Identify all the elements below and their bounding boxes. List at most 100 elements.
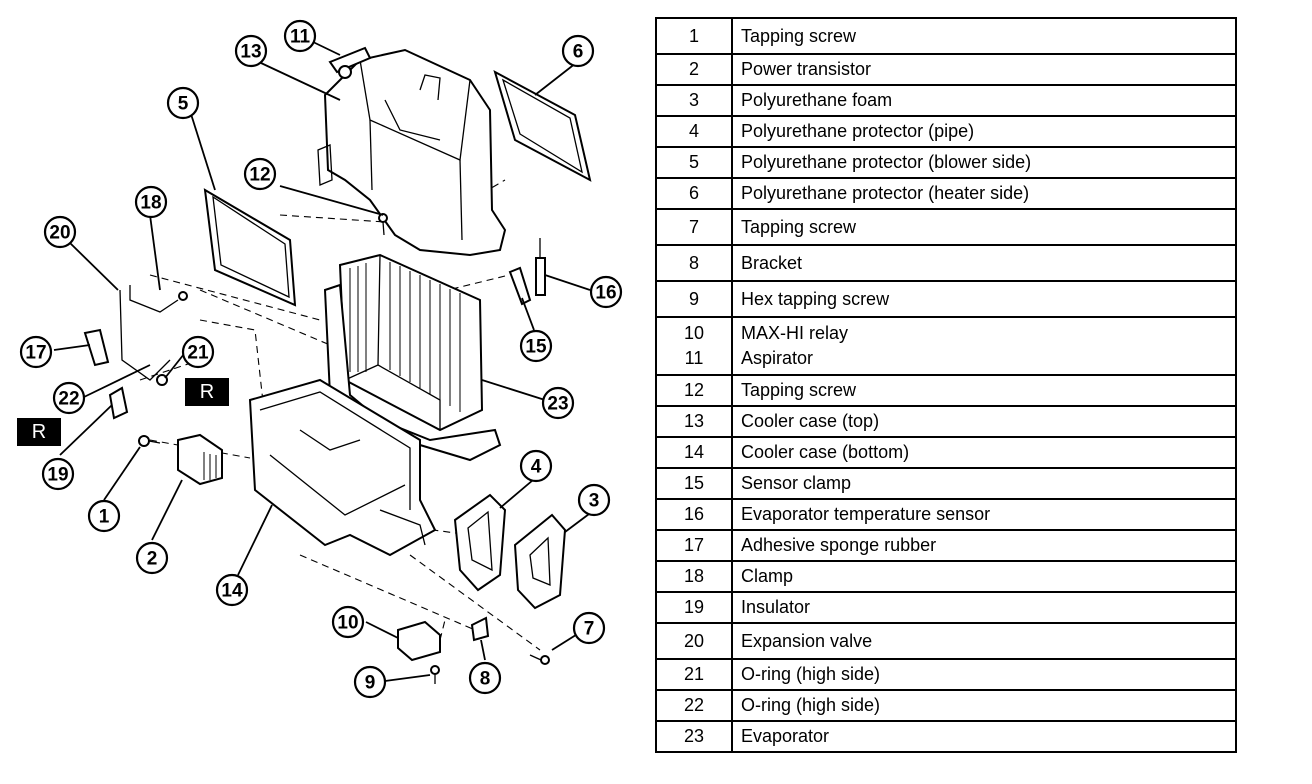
part-number-cell: 12 xyxy=(655,374,733,407)
part-number-cell: 7 xyxy=(655,208,733,246)
part-name: Aspirator xyxy=(741,348,814,368)
callout-number: 15 xyxy=(525,337,547,358)
part-name-cell: Evaporator temperature sensor xyxy=(731,498,1237,531)
callout-8: 8 xyxy=(468,661,502,695)
part-number-cell: 17 xyxy=(655,529,733,562)
callout-number: 10 xyxy=(337,613,358,634)
screw-part-9 xyxy=(430,665,440,684)
part-number-cell: 15 xyxy=(655,467,733,500)
callout-number: 20 xyxy=(49,223,70,244)
part-name-cell: Polyurethane protector (pipe) xyxy=(731,115,1237,148)
callout-15: 15 xyxy=(519,329,553,363)
cooler-case-top xyxy=(317,48,507,257)
callout-number: 5 xyxy=(178,94,189,115)
callout-12: 12 xyxy=(243,157,277,191)
protector-heater-side xyxy=(493,69,592,182)
callout-number: 22 xyxy=(58,389,79,410)
part-number-cell: 16 xyxy=(655,498,733,531)
part-name-cell: Tapping screw xyxy=(731,208,1237,246)
sensor-parts xyxy=(508,238,546,306)
part-number-cell: 22 xyxy=(655,689,733,722)
part-number-cell: 1 xyxy=(655,17,733,55)
callout-number: 16 xyxy=(595,283,616,304)
callout-number: 14 xyxy=(221,581,243,602)
screw-part-7 xyxy=(529,654,550,665)
expansion-valve-part xyxy=(119,285,188,386)
part-name-cell: Cooler case (top) xyxy=(731,405,1237,438)
power-transistor-part xyxy=(177,433,223,486)
callout-7: 7 xyxy=(572,611,606,645)
callout-10: 10 xyxy=(331,605,365,639)
callout-6: 6 xyxy=(561,34,595,68)
part-number-cell: 2 xyxy=(655,53,733,86)
part-number: 11 xyxy=(684,348,704,368)
section-mark-r-1: R xyxy=(185,378,229,406)
part-name-cell: Power transistor xyxy=(731,53,1237,86)
callout-number: 7 xyxy=(584,619,595,640)
part-number-cell: 9 xyxy=(655,280,733,318)
callout-22: 22 xyxy=(52,381,86,415)
part-name-cell: Expansion valve xyxy=(731,622,1237,660)
callout-number: 6 xyxy=(573,42,584,63)
leader-lines xyxy=(53,40,591,682)
part-number-cell: 20 xyxy=(655,622,733,660)
part-name-cell: Insulator xyxy=(731,591,1237,624)
part-number-cell: 13 xyxy=(655,405,733,438)
callout-4: 4 xyxy=(519,449,553,483)
part-name-cell: Polyurethane foam xyxy=(731,84,1237,117)
callout-number: 9 xyxy=(365,673,376,694)
part-number-cell: 8 xyxy=(655,244,733,282)
callout-number: 11 xyxy=(290,27,311,48)
callout-number: 4 xyxy=(531,457,542,478)
callout-19: 19 xyxy=(41,457,75,491)
part-name-cell: O-ring (high side) xyxy=(731,689,1237,722)
callout-5: 5 xyxy=(166,86,200,120)
part-name-cell: O-ring (high side) xyxy=(731,658,1237,691)
callout-number: 8 xyxy=(480,669,491,690)
callout-1: 1 xyxy=(87,499,121,533)
callout-3: 3 xyxy=(577,483,611,517)
part-number-cell: 4 xyxy=(655,115,733,148)
callout-number: 18 xyxy=(140,193,161,214)
insulator-part xyxy=(108,386,129,420)
callout-number: 12 xyxy=(249,165,270,186)
section-mark-label: R xyxy=(200,381,214,403)
callout-21: 21 xyxy=(181,335,215,369)
part-number-cell: 3 xyxy=(655,84,733,117)
part-name-cell: Adhesive sponge rubber xyxy=(731,529,1237,562)
part-number-cell: 23 xyxy=(655,720,733,753)
part-number-cell: 21 xyxy=(655,658,733,691)
callout-2: 2 xyxy=(135,541,169,575)
part-number-cell: 14 xyxy=(655,436,733,469)
callout-number: 23 xyxy=(547,394,568,415)
part-name-cell: Bracket xyxy=(731,244,1237,282)
bracket-part xyxy=(470,616,490,642)
callout-9: 9 xyxy=(353,665,387,699)
exploded-diagram: R R 123456789101112131415161718192021222… xyxy=(17,19,623,699)
part-name: MAX-HI relay xyxy=(741,323,849,344)
callout-17: 17 xyxy=(19,335,53,369)
part-name-cell: Polyurethane protector (blower side) xyxy=(731,146,1237,179)
